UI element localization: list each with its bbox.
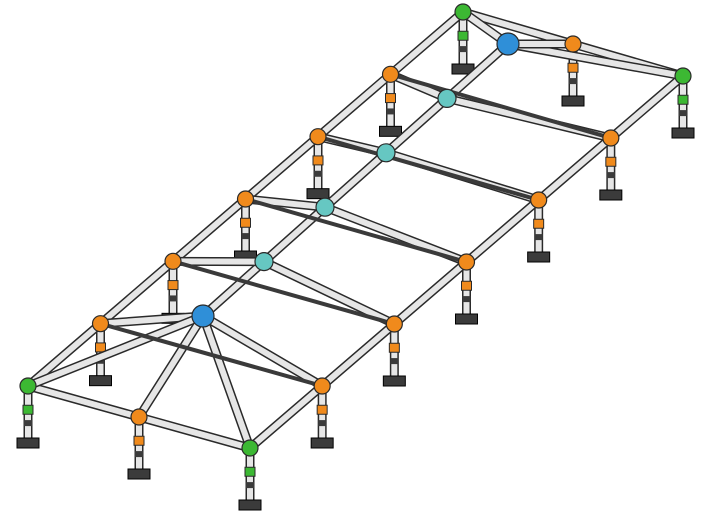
leg-right-2-band — [534, 234, 543, 241]
leg-left-0-band — [459, 46, 467, 53]
leg-left-1-band — [386, 108, 395, 115]
leg-left-5-base-plate — [89, 375, 112, 387]
corner-fitting-near-left — [19, 377, 37, 395]
ridge-pipe — [200, 41, 511, 319]
side-fitting-right-3 — [457, 253, 476, 271]
leg-right-1-base-plate — [599, 189, 623, 201]
roof-pipes — [23, 7, 688, 453]
leg-right-3-base-plate — [455, 313, 478, 325]
side-fitting-left-3 — [236, 190, 255, 208]
leg-right-0-collar — [677, 94, 689, 105]
leg-left-6-collar — [22, 404, 34, 415]
leg-left-2-collar — [312, 155, 324, 166]
cross-tie-3 — [247, 198, 465, 263]
leg-gable-near-collar — [133, 435, 145, 446]
leg-right-6-collar — [244, 466, 256, 477]
leg-right-3-band — [462, 296, 471, 303]
leg-right-0-band — [679, 110, 687, 117]
ridge-fitting-1 — [437, 88, 457, 109]
leg-left-4-collar — [167, 280, 179, 291]
cross-tie-1 — [392, 73, 609, 139]
leg-left-1-collar — [385, 93, 396, 104]
leg-right-4-collar — [388, 342, 400, 353]
ridge-fitting-2 — [376, 143, 396, 163]
leg-right-0-base-plate — [671, 127, 695, 139]
leg-gable-near-band — [135, 451, 143, 458]
cross-tie-2 — [320, 135, 537, 201]
leg-right-2-collar — [533, 218, 545, 229]
side-fitting-right-2 — [530, 191, 548, 209]
fittings — [19, 3, 692, 457]
leg-right-5-collar — [316, 404, 328, 415]
leg-right-4-base-plate — [382, 375, 406, 387]
leg-gable-far-band — [569, 78, 577, 85]
leg-gable-near-base-plate — [127, 468, 151, 480]
gable-fitting-near — [130, 408, 148, 426]
leg-right-5-band — [318, 420, 327, 427]
leg-left-2-band — [314, 170, 322, 177]
gable-fitting-far — [564, 35, 582, 53]
hip-near-right — [200, 313, 253, 451]
leg-right-1-band — [606, 172, 615, 179]
rafter-left-3 — [242, 196, 328, 211]
leg-left-3-collar — [240, 217, 251, 228]
leg-left-0-collar — [457, 30, 469, 41]
ridge-hub-near — [191, 304, 215, 328]
corner-fitting-far-right — [674, 67, 692, 85]
leg-left-3-band — [241, 233, 250, 240]
side-fitting-right-5 — [313, 377, 331, 395]
leg-left-1-base-plate — [379, 125, 402, 137]
leg-right-6-band — [246, 482, 254, 489]
cross-tie-5 — [102, 322, 320, 387]
cross-tie-4 — [175, 260, 392, 325]
hip-near-mid — [136, 313, 206, 420]
legs — [16, 12, 695, 511]
leg-right-5-base-plate — [310, 437, 334, 449]
rafter-left-5 — [97, 313, 206, 327]
leg-gable-far-base-plate — [561, 95, 585, 107]
leg-left-4-band — [169, 295, 177, 302]
leg-right-3-collar — [461, 280, 472, 291]
side-fitting-right-1 — [602, 129, 620, 147]
side-fitting-left-1 — [381, 65, 400, 83]
corner-fitting-near-right — [241, 439, 259, 457]
side-fitting-left-4 — [164, 252, 182, 270]
leg-right-6-base-plate — [238, 499, 262, 511]
leg-left-2-base-plate — [306, 188, 330, 200]
hip-far-right — [505, 41, 686, 79]
leg-right-4-band — [390, 358, 399, 365]
leg-left-5-collar — [95, 342, 106, 353]
corner-fitting-far-left — [454, 3, 472, 21]
hip-near-left — [25, 313, 206, 389]
leg-left-6-band — [24, 420, 32, 427]
ridge-hub-far — [496, 32, 520, 56]
side-fitting-left-2 — [309, 128, 327, 146]
side-fitting-right-4 — [385, 315, 403, 333]
leg-right-2-base-plate — [527, 251, 551, 263]
leg-gable-far-collar — [567, 62, 579, 73]
side-fitting-left-5 — [91, 315, 110, 333]
rafter-right-5 — [200, 313, 326, 389]
ridge-fitting-3 — [315, 197, 335, 217]
rafter-right-4 — [261, 258, 398, 327]
leg-right-1-collar — [605, 156, 617, 167]
leg-left-6-base-plate — [16, 437, 40, 449]
rafter-right-3 — [322, 204, 470, 265]
ridge-fitting-4 — [254, 252, 274, 272]
